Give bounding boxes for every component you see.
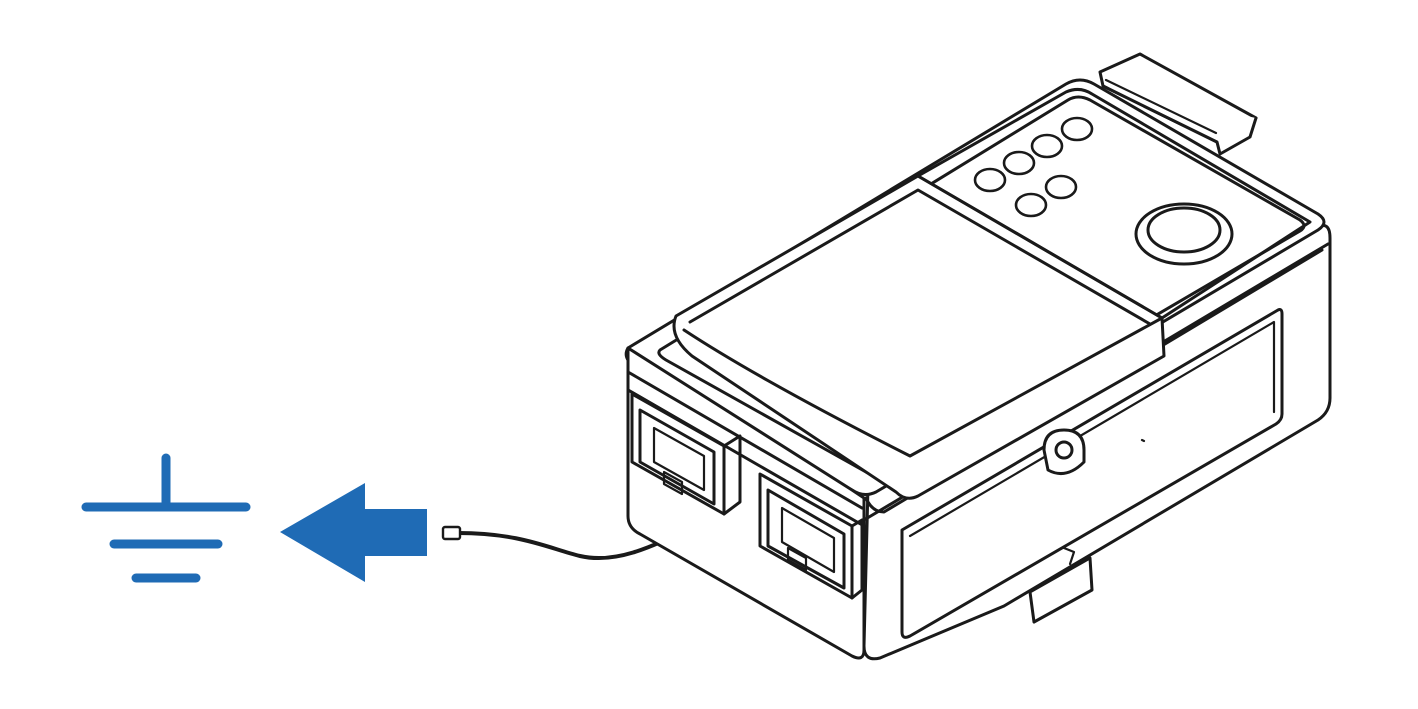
din-clip-top bbox=[1098, 52, 1258, 156]
din-clip-bottom bbox=[1028, 546, 1094, 624]
rj45-port-1 bbox=[630, 392, 742, 516]
device bbox=[624, 52, 1332, 661]
side-panel-inset bbox=[900, 308, 1284, 639]
led-panel bbox=[916, 87, 1312, 320]
mounting-hole bbox=[1042, 428, 1086, 476]
ground-wire-terminal bbox=[441, 525, 462, 541]
led-indicator bbox=[1060, 116, 1094, 142]
led-indicator bbox=[1002, 150, 1036, 176]
device-top-rim bbox=[657, 95, 1306, 477]
rj45-port-2 bbox=[758, 472, 864, 600]
led-indicator bbox=[1044, 174, 1078, 200]
led-indicator bbox=[1030, 133, 1064, 159]
push-button bbox=[1134, 202, 1234, 266]
led-indicators bbox=[973, 116, 1094, 218]
label-window bbox=[672, 174, 1166, 500]
arrow-left-icon bbox=[280, 483, 427, 582]
led-indicator bbox=[973, 167, 1007, 193]
ground-symbol-icon bbox=[81, 453, 251, 583]
ground-wire-cable bbox=[456, 526, 692, 561]
led-indicator bbox=[1014, 192, 1048, 218]
